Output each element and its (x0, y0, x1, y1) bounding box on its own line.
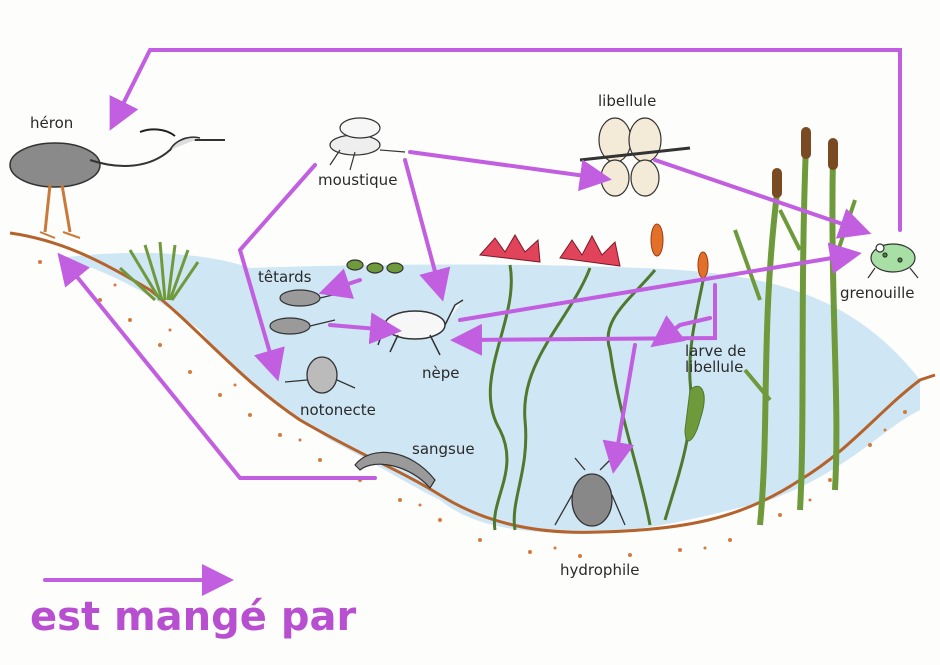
backswimmer-label: notonecte (300, 401, 376, 419)
heron-label: héron (30, 114, 73, 132)
dragonfly-label: libellule (598, 92, 656, 110)
leech-label: sangsue (412, 440, 475, 458)
frog-label: grenouille (840, 284, 915, 302)
mosquito-label: moustique (318, 171, 397, 189)
tadpoles-label: têtards (258, 268, 312, 286)
water-beetle-label: hydrophile (560, 561, 640, 579)
legend-text: est mangé par (30, 594, 356, 640)
dragonfly-larva-label-line2: libellule (685, 358, 743, 376)
water-scorpion-label: nèpe (422, 364, 460, 382)
